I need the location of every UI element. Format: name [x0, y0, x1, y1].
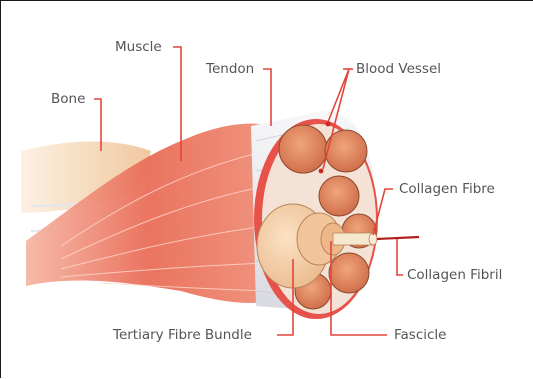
label-fascicle: Fascicle [394, 327, 446, 343]
label-tendon: Tendon [206, 61, 254, 77]
collagen-fibril-strand [377, 237, 419, 239]
label-tertiary-fibre-bundle: Tertiary Fibre Bundle [113, 327, 252, 343]
label-collagen-fibril: Collagen Fibril [407, 267, 502, 283]
label-collagen-fibre: Collagen Fibre [399, 181, 495, 197]
collagen-fibre-shaft [333, 233, 373, 245]
tendon-leader [263, 69, 271, 126]
label-blood-vessel: Blood Vessel [356, 61, 441, 77]
label-muscle: Muscle [115, 39, 162, 55]
label-bone: Bone [51, 91, 85, 107]
collagen-fibril-leader [397, 239, 403, 275]
